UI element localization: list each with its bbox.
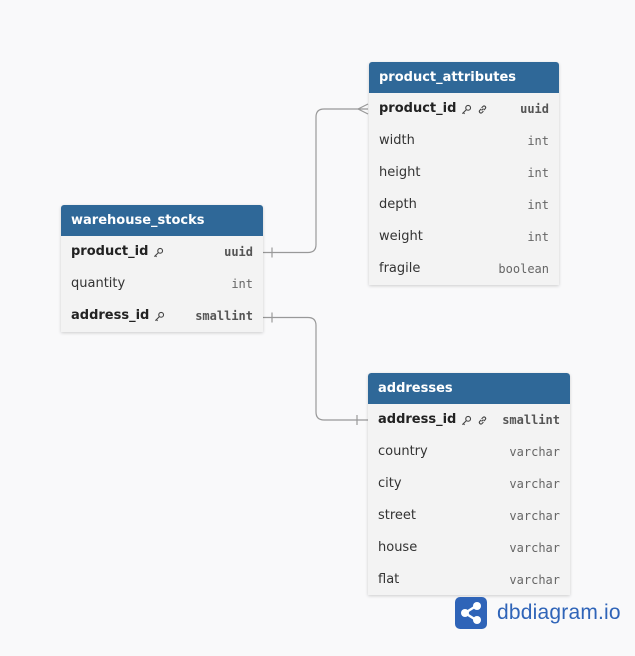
- field-name: address_id: [378, 404, 488, 436]
- field-name: fragile: [379, 253, 420, 285]
- share-nodes-icon: [455, 597, 487, 629]
- field-type: boolean: [498, 262, 549, 276]
- table-header[interactable]: product_attributes: [369, 62, 559, 93]
- field-name: street: [378, 500, 416, 532]
- field-type: smallint: [502, 413, 560, 427]
- field-row-address-id[interactable]: address_id smallint: [61, 300, 263, 332]
- field-type: varchar: [509, 445, 560, 459]
- field-name-text: address_id: [378, 412, 457, 427]
- field-name: address_id: [71, 300, 165, 332]
- field-name: product_id: [379, 93, 488, 125]
- field-name: product_id: [71, 236, 164, 268]
- field-row-city[interactable]: city varchar: [368, 468, 570, 500]
- field-name-text: quantity: [71, 276, 126, 291]
- field-name: quantity: [71, 268, 125, 300]
- table-warehouse-stocks[interactable]: warehouse_stocks product_id uuid quantity i…: [61, 205, 263, 332]
- field-list: product_id uuid quantity int address_id small…: [61, 236, 263, 332]
- key-icon: [461, 104, 472, 115]
- field-type: int: [231, 277, 253, 291]
- field-type: int: [527, 230, 549, 244]
- field-row-depth[interactable]: depth int: [369, 189, 559, 221]
- field-row-fragile[interactable]: fragile boolean: [369, 253, 559, 285]
- field-list: address_id smallint country varchar city varc…: [368, 404, 570, 595]
- field-type: varchar: [509, 477, 560, 491]
- field-row-flat[interactable]: flat varchar: [368, 564, 570, 595]
- field-type: int: [527, 166, 549, 180]
- field-name: flat: [378, 564, 399, 595]
- field-type: varchar: [509, 573, 560, 587]
- field-type: int: [527, 134, 549, 148]
- field-row-house[interactable]: house varchar: [368, 532, 570, 564]
- field-type: int: [527, 198, 549, 212]
- field-name-text: width: [379, 133, 415, 148]
- table-header[interactable]: addresses: [368, 373, 570, 404]
- field-name-text: fragile: [379, 261, 421, 276]
- field-name-text: country: [378, 444, 428, 459]
- table-product-attributes[interactable]: product_attributes product_id uuid width in…: [369, 62, 559, 285]
- field-name: house: [378, 532, 417, 564]
- field-name: city: [378, 468, 402, 500]
- field-row-quantity[interactable]: quantity int: [61, 268, 263, 300]
- field-name-text: flat: [378, 572, 400, 587]
- field-row-height[interactable]: height int: [369, 157, 559, 189]
- field-row-weight[interactable]: weight int: [369, 221, 559, 253]
- field-row-country[interactable]: country varchar: [368, 436, 570, 468]
- link-icon: [477, 104, 488, 115]
- field-row-width[interactable]: width int: [369, 125, 559, 157]
- field-name: height: [379, 157, 420, 189]
- link-icon: [477, 415, 488, 426]
- field-name-text: address_id: [71, 308, 150, 323]
- field-name-text: height: [379, 165, 421, 180]
- dbdiagram-logo[interactable]: dbdiagram.io: [455, 597, 621, 629]
- field-type: varchar: [509, 509, 560, 523]
- relationship-product-id[interactable]: [263, 108, 368, 254]
- relationship-address-id[interactable]: [263, 316, 368, 421]
- key-icon: [154, 311, 165, 322]
- field-type: uuid: [224, 245, 253, 259]
- field-name-text: product_id: [379, 101, 457, 116]
- field-row-product-id[interactable]: product_id uuid: [369, 93, 559, 125]
- field-name-text: street: [378, 508, 417, 523]
- field-type: varchar: [509, 541, 560, 555]
- logo-text: dbdiagram.io: [497, 601, 621, 624]
- field-row-street[interactable]: street varchar: [368, 500, 570, 532]
- field-name-text: house: [378, 540, 418, 555]
- field-type: smallint: [195, 309, 253, 323]
- field-name: weight: [379, 221, 423, 253]
- field-name-text: product_id: [71, 244, 149, 259]
- field-name-text: weight: [379, 229, 423, 244]
- field-name-text: city: [378, 476, 402, 491]
- field-name: depth: [379, 189, 417, 221]
- field-type: uuid: [520, 102, 549, 116]
- field-name: width: [379, 125, 415, 157]
- field-name: country: [378, 436, 428, 468]
- table-addresses[interactable]: addresses address_id smallint country varch…: [368, 373, 570, 595]
- key-icon: [461, 415, 472, 426]
- field-name-text: depth: [379, 197, 417, 212]
- key-icon: [153, 247, 164, 258]
- many-marker: [357, 103, 369, 115]
- field-row-product-id[interactable]: product_id uuid: [61, 236, 263, 268]
- field-row-address-id[interactable]: address_id smallint: [368, 404, 570, 436]
- table-header[interactable]: warehouse_stocks: [61, 205, 263, 236]
